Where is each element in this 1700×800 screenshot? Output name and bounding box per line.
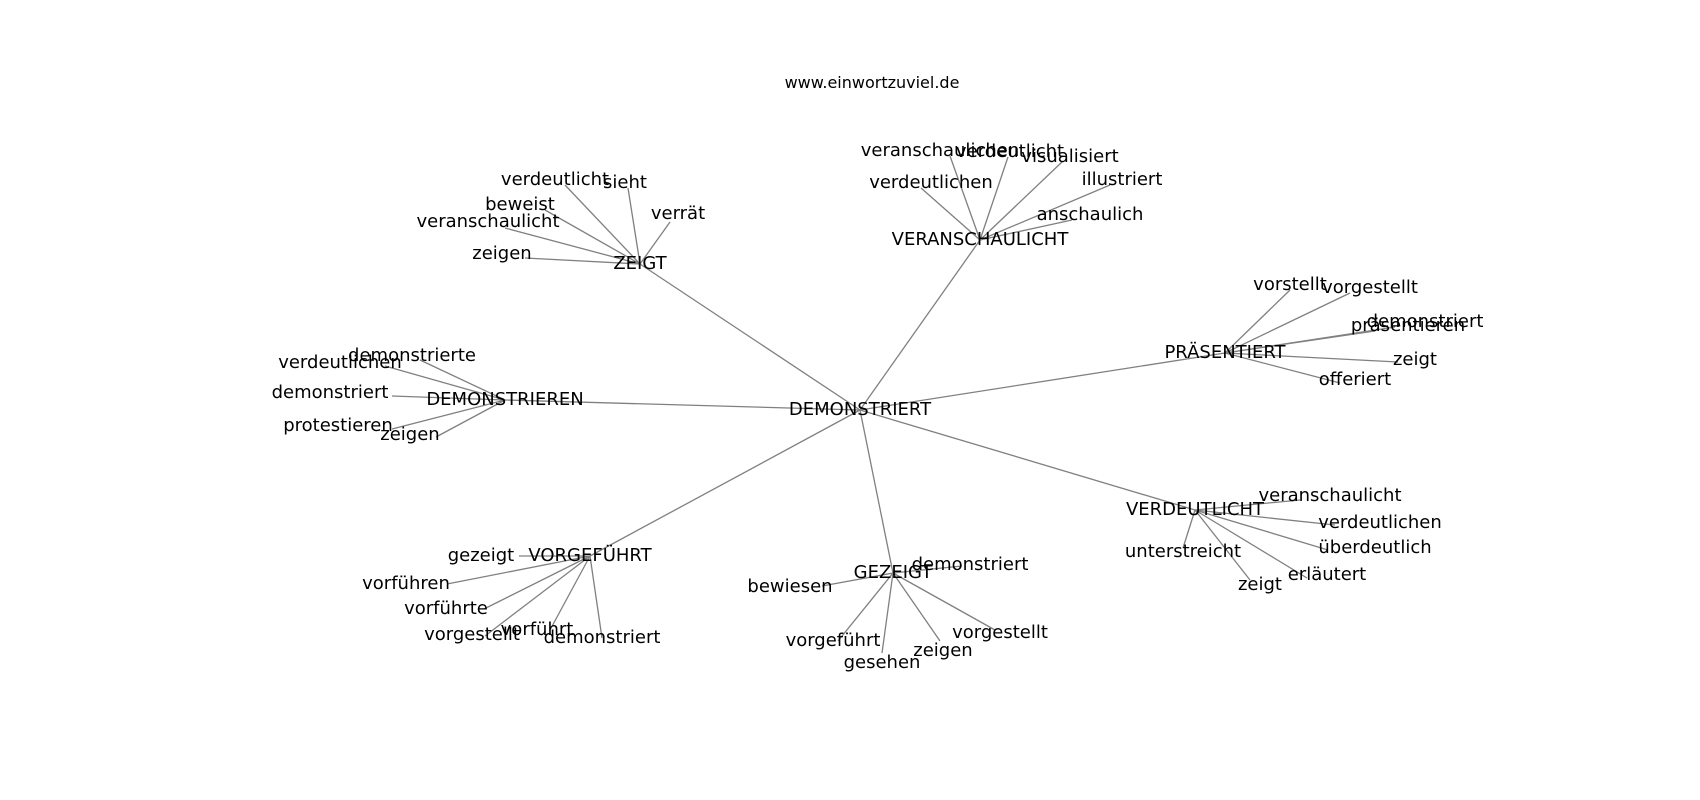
leaf-node-label: veranschaulicht [1258, 485, 1401, 506]
edge-hub-to-leaf [627, 187, 641, 265]
edge-root-to-hub [859, 409, 894, 574]
edge-hub-to-leaf [881, 572, 894, 654]
source-label: www.einwortzuviel.de [785, 73, 960, 92]
edge-hub-to-leaf [391, 395, 506, 401]
edge-layer [384, 155, 1399, 654]
edge-hub-to-leaf [979, 184, 1111, 241]
edge-hub-to-leaf [549, 555, 591, 631]
leaf-node-label: gezeigt [448, 545, 515, 566]
edge-hub-to-leaf [949, 155, 981, 241]
leaf-node-label: visualisiert [1021, 146, 1118, 167]
edge-hub-to-leaf [1194, 499, 1301, 511]
edge-hub-to-leaf [446, 555, 591, 585]
leaf-node-label: protestieren [283, 415, 393, 436]
root-node-label: DEMONSTRIERT [789, 399, 932, 420]
edge-hub-to-leaf [504, 227, 641, 265]
edge-hub-to-leaf [483, 555, 591, 610]
edge-root-to-hub [859, 352, 1226, 411]
leaf-node-label: vorgestellt [1322, 277, 1418, 298]
leaf-node-label: vorgeführt [786, 630, 881, 651]
edge-hub-to-leaf [391, 399, 506, 430]
edge-hub-to-leaf [1224, 289, 1291, 354]
edge-hub-to-leaf [1194, 509, 1251, 581]
leaf-node-label: zeigt [1238, 574, 1282, 595]
edge-hub-to-leaf [419, 359, 506, 401]
edge-hub-to-leaf [435, 399, 506, 438]
edge-hub-to-leaf [1224, 326, 1396, 354]
leaf-node-label: unterstreicht [1125, 541, 1241, 562]
leaf-node-label: illustriert [1082, 169, 1163, 190]
edge-hub-to-leaf [892, 572, 941, 642]
edge-hub-to-leaf [892, 565, 963, 574]
edge-hub-to-leaf [1194, 509, 1308, 579]
leaf-node-label: bewiesen [747, 576, 832, 597]
leaf-node-label: demonstriert [272, 382, 389, 403]
leaf-node-label: zeigt [1393, 349, 1437, 370]
edge-hub-to-leaf [979, 161, 1063, 241]
edge-root-to-hub [504, 399, 861, 411]
leaf-node-label: vorführte [404, 598, 488, 619]
edge-hub-to-leaf [589, 555, 603, 639]
hub-node-label: VERDEUTLICHT [1126, 499, 1265, 520]
leaf-node-label: verdeutlichen [278, 352, 402, 373]
leaf-node-label: zeigen [472, 243, 531, 264]
leaf-node-label: vorgestellt [952, 622, 1048, 643]
hub-node-label: GEZEIGT [854, 562, 934, 583]
edge-hub-to-leaf [564, 184, 641, 265]
leaf-node-label: verdeutlicht [956, 141, 1064, 162]
leaf-node-label: gesehen [844, 652, 921, 673]
edge-hub-to-leaf [384, 365, 506, 401]
leaf-node-label: sieht [603, 172, 647, 193]
leaf-node-label: vorstellt [1253, 274, 1327, 295]
hub-node-label: VORGEFÜHRT [528, 544, 652, 566]
leaf-node-label: veranschaulicht [416, 211, 559, 232]
edge-hub-to-leaf [837, 572, 894, 642]
leaf-node-label: demonstriert [912, 554, 1029, 575]
hub-node-label: VERANSCHAULICHT [892, 229, 1070, 250]
leaf-node-label: offeriert [1319, 369, 1391, 390]
leaf-node-label: verdeutlichen [869, 172, 993, 193]
edge-hub-to-leaf [484, 555, 591, 637]
leaf-node-label: demonstriert [544, 627, 661, 648]
leaf-node-label: beweist [485, 194, 555, 215]
edge-hub-to-leaf [1224, 352, 1399, 363]
label-layer: DEMONSTRIERTZEIGTverdeutlichtsiehtverrät… [272, 140, 1484, 673]
edge-root-to-hub [859, 239, 981, 411]
edge-root-to-hub [639, 263, 861, 411]
leaf-node-label: anschaulich [1037, 204, 1144, 225]
hub-node-label: PRÄSENTIERT [1164, 342, 1286, 363]
edge-hub-to-leaf [1224, 292, 1351, 354]
leaf-node-label: demonstrierte [348, 345, 476, 366]
leaf-node-label: vorführt [501, 619, 574, 640]
edge-root-to-hub [589, 409, 861, 557]
leaf-node-label: zeigen [380, 424, 439, 445]
leaf-node-label: verrät [651, 203, 705, 224]
leaf-node-label: veranschaulichen [861, 140, 1019, 161]
edge-root-to-hub [859, 409, 1196, 511]
edge-hub-to-leaf [524, 257, 641, 265]
edge-hub-to-leaf [1194, 509, 1329, 551]
edge-hub-to-leaf [639, 221, 671, 265]
edge-hub-to-leaf [544, 209, 641, 265]
edge-hub-to-leaf [979, 219, 1073, 241]
hub-node-label: DEMONSTRIEREN [426, 389, 583, 410]
leaf-node-label: überdeutlich [1318, 537, 1431, 558]
leaf-node-label: zeigen [913, 640, 972, 661]
edge-hub-to-leaf [920, 187, 981, 241]
leaf-node-label: vorführen [362, 573, 450, 594]
leaf-node-label: verdeutlichen [1318, 512, 1442, 533]
leaf-node-label: verdeutlicht [501, 169, 609, 190]
edge-hub-to-leaf [821, 572, 894, 587]
leaf-node-label: präsentieren [1351, 315, 1465, 336]
edge-hub-to-leaf [892, 572, 996, 631]
hub-node-label: ZEIGT [613, 253, 667, 274]
leaf-node-label: erläutert [1288, 564, 1367, 585]
edge-hub-to-leaf [979, 156, 1009, 241]
edge-hub-to-leaf [1182, 509, 1196, 549]
edge-hub-to-leaf [1224, 352, 1341, 384]
edge-hub-to-leaf [1194, 509, 1336, 526]
leaf-node-label: vorgestellt [424, 624, 520, 645]
leaf-node-label: demonstriert [1367, 311, 1484, 332]
